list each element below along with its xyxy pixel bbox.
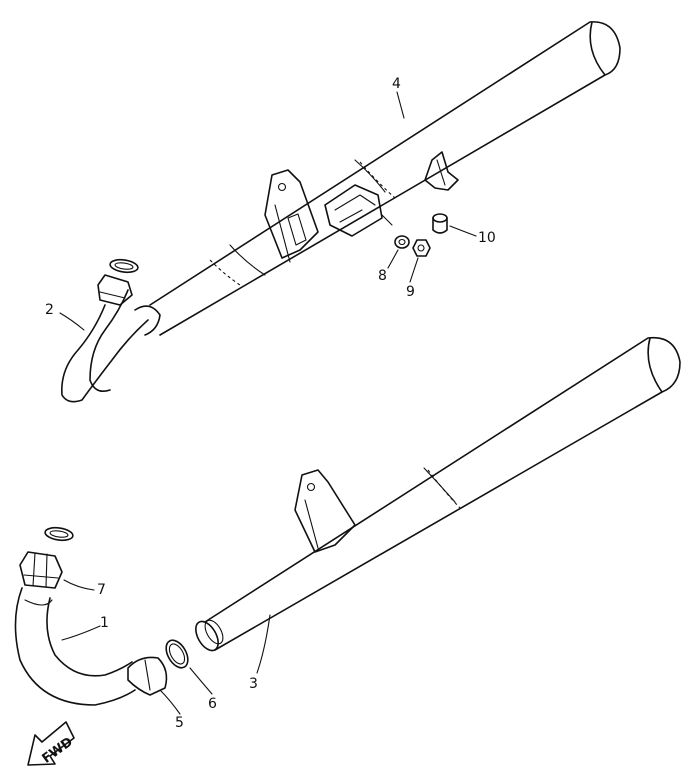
label-4: 4 [392, 76, 401, 92]
label-5: 5 [175, 715, 184, 731]
flange-7[interactable] [19, 551, 63, 589]
lower-muffler-3[interactable] [191, 336, 681, 655]
gasket-6[interactable] [162, 637, 193, 672]
clamp-5[interactable] [127, 656, 168, 696]
lower-gasket [44, 526, 74, 542]
label-3: 3 [249, 676, 258, 692]
leader-lines [59, 91, 477, 715]
lower-mounting-bracket [294, 469, 356, 553]
label-10: 10 [478, 230, 496, 246]
callout-labels: 4 2 8 9 10 3 1 7 5 6 [45, 76, 496, 731]
fwd-direction-marker: FWD [27, 721, 76, 767]
label-1: 1 [100, 615, 109, 631]
label-6: 6 [208, 696, 217, 712]
upper-gasket [109, 258, 139, 274]
upper-tab-bracket [424, 151, 459, 191]
washer-8[interactable] [394, 235, 410, 249]
upper-exhaust-pipe-2[interactable] [61, 274, 161, 403]
label-8: 8 [378, 268, 387, 284]
label-9: 9 [406, 284, 415, 300]
label-7: 7 [97, 582, 106, 598]
lower-exhaust-pipe-1[interactable] [14, 587, 136, 706]
damper-10[interactable] [432, 213, 448, 234]
nut-9[interactable] [412, 239, 431, 257]
label-2: 2 [45, 302, 54, 318]
upper-mounting-bracket [264, 169, 319, 263]
upper-rubber-mount [324, 184, 393, 237]
upper-muffler-4[interactable] [149, 21, 621, 336]
